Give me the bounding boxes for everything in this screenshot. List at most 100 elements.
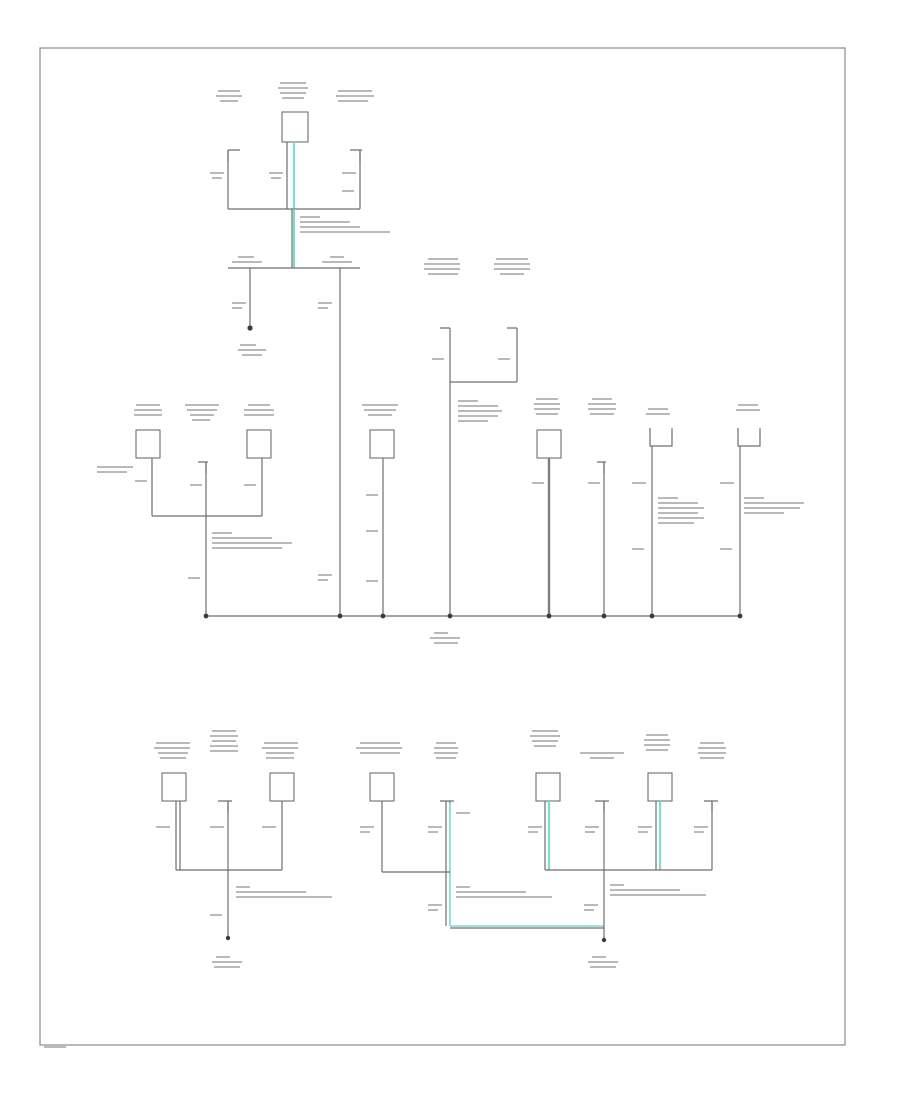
blur-mark	[220, 100, 238, 102]
bottom-right-group	[369, 772, 718, 943]
blur-mark	[188, 577, 200, 579]
blur-mark	[240, 344, 256, 346]
blur-mark	[592, 956, 606, 958]
connector-stub	[507, 327, 518, 382]
blur-mark	[458, 410, 502, 412]
blur-mark	[434, 642, 458, 644]
component-open-box	[649, 428, 673, 447]
blur-mark	[528, 831, 538, 833]
splice-dot	[447, 613, 453, 619]
blur-mark	[456, 812, 470, 814]
blur-mark	[588, 961, 618, 963]
blur-mark	[532, 740, 558, 742]
connector-stub	[440, 800, 454, 813]
main-ground-bus	[203, 613, 743, 619]
splice-dot	[737, 613, 743, 619]
blur-mark	[584, 909, 594, 911]
blur-mark	[214, 966, 240, 968]
blur-mark	[300, 216, 320, 218]
blur-mark	[496, 258, 528, 260]
blur-mark	[530, 735, 560, 737]
blur-mark	[428, 904, 442, 906]
blur-mark	[458, 415, 498, 417]
blur-mark	[187, 409, 217, 411]
component-box	[269, 772, 295, 802]
blur-mark	[458, 400, 478, 402]
blur-mark	[532, 730, 558, 732]
blur-mark	[588, 403, 616, 405]
blur-mark	[366, 530, 378, 532]
blur-mark	[644, 744, 670, 746]
blur-mark	[610, 894, 706, 896]
blur-mark	[44, 1046, 66, 1048]
blur-mark	[192, 419, 210, 421]
blur-mark	[360, 831, 370, 833]
blur-mark	[456, 886, 470, 888]
blur-mark	[580, 752, 624, 754]
bottom-left-group	[161, 772, 295, 941]
blur-mark	[210, 735, 238, 737]
blur-mark	[300, 226, 360, 228]
blur-mark	[610, 889, 680, 891]
component-box	[246, 429, 272, 459]
blur-mark	[318, 307, 328, 309]
connector-stub	[597, 461, 606, 474]
component-box	[281, 111, 309, 143]
blur-mark	[210, 745, 238, 747]
connector-stub	[440, 327, 451, 382]
mid-right-group	[369, 428, 761, 616]
blur-mark	[432, 358, 444, 360]
blur-mark	[318, 302, 332, 304]
connector-stub	[218, 800, 232, 813]
blur-mark	[134, 414, 162, 416]
blur-mark	[536, 413, 558, 415]
blur-mark	[244, 414, 274, 416]
blur-mark	[434, 747, 458, 749]
blur-mark	[218, 90, 240, 92]
blur-mark	[658, 502, 698, 504]
blur-mark	[744, 507, 800, 509]
blur-mark	[632, 548, 644, 550]
blur-mark	[300, 231, 390, 233]
blur-mark	[97, 471, 127, 473]
blur-mark	[136, 404, 160, 406]
blur-mark	[700, 742, 724, 744]
blur-mark	[360, 826, 374, 828]
blur-mark	[210, 172, 224, 174]
blur-mark	[736, 409, 760, 411]
blur-mark	[210, 914, 222, 916]
blur-mark	[588, 408, 616, 410]
blur-mark	[236, 896, 332, 898]
mid-left-group	[135, 429, 272, 616]
blur-mark	[430, 637, 460, 639]
top-group	[227, 111, 362, 616]
blur-mark	[528, 826, 542, 828]
blur-mark	[362, 404, 398, 406]
blur-mark	[212, 537, 272, 539]
blur-mark	[428, 909, 438, 911]
blur-mark	[212, 740, 236, 742]
component-box	[647, 772, 673, 802]
ground-point	[601, 937, 607, 943]
blur-mark	[588, 482, 600, 484]
blur-mark	[744, 497, 764, 499]
blur-mark	[366, 580, 378, 582]
blur-mark	[318, 574, 332, 576]
blur-mark	[494, 268, 530, 270]
blur-mark	[154, 747, 190, 749]
blur-mark	[264, 742, 298, 744]
component-box	[369, 429, 395, 459]
blur-mark	[638, 826, 652, 828]
blur-mark	[360, 742, 400, 744]
blur-mark	[590, 757, 614, 759]
blur-mark	[271, 177, 281, 179]
blur-mark	[280, 82, 306, 84]
blur-mark	[190, 484, 202, 486]
illegible-label-marks	[44, 82, 804, 1048]
blur-mark	[185, 404, 219, 406]
blur-mark	[456, 891, 526, 893]
blur-mark	[534, 403, 560, 405]
blur-mark	[424, 263, 460, 265]
blur-mark	[232, 307, 242, 309]
